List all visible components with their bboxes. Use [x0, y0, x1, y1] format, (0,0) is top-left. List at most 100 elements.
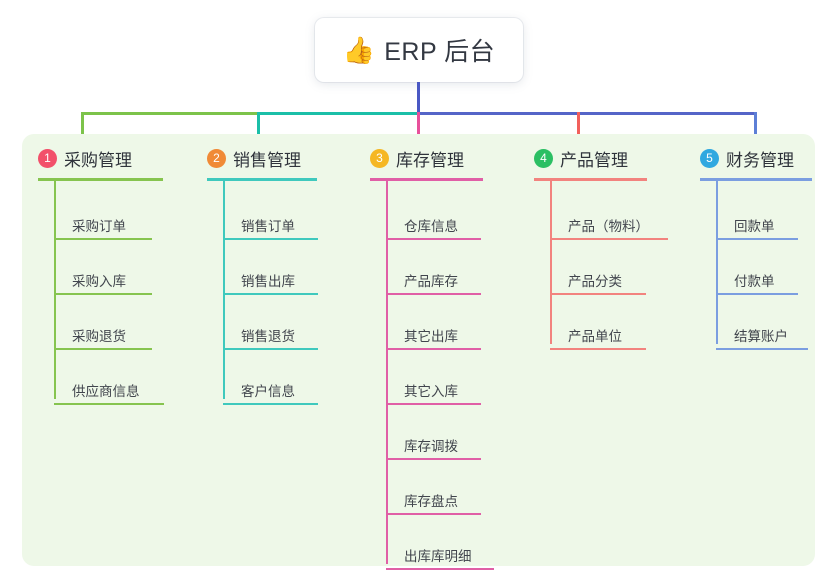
- branch-item-label: 回款单: [734, 219, 775, 234]
- branch-item-label: 产品分类: [568, 274, 622, 289]
- branch-item-rule: [716, 238, 798, 240]
- branch-badge-2: 2: [207, 149, 226, 168]
- branch-spine-1: [54, 178, 56, 399]
- branch-item-2-1[interactable]: 销售订单: [223, 190, 318, 240]
- branch-title-3: 库存管理: [396, 151, 464, 170]
- branch-item-label: 产品单位: [568, 329, 622, 344]
- branch-item-5-3[interactable]: 结算账户: [716, 300, 808, 350]
- branch-item-3-5[interactable]: 库存调拨: [386, 410, 481, 460]
- branch-item-rule: [550, 293, 646, 295]
- branch-spine-3: [386, 178, 388, 564]
- branch-item-label: 仓库信息: [404, 219, 458, 234]
- branch-item-rule: [386, 568, 494, 570]
- branch-header-2[interactable]: 2 销售管理: [207, 146, 301, 171]
- branch-title-5: 财务管理: [726, 151, 794, 170]
- branch-item-rule: [550, 348, 646, 350]
- branch-item-2-2[interactable]: 销售出库: [223, 245, 318, 295]
- branch-item-rule: [386, 238, 481, 240]
- branch-item-rule: [550, 238, 668, 240]
- branch-item-3-3[interactable]: 其它出库: [386, 300, 481, 350]
- branch-item-label: 出库库明细: [404, 549, 472, 564]
- branch-item-label: 采购入库: [72, 274, 126, 289]
- branch-header-4[interactable]: 4 产品管理: [534, 146, 628, 171]
- branch-badge-5: 5: [700, 149, 719, 168]
- branch-item-4-3[interactable]: 产品单位: [550, 300, 646, 350]
- branch-header-rule-4: [534, 178, 647, 181]
- branch-spine-2: [223, 178, 225, 399]
- branch-item-rule: [223, 403, 318, 405]
- branch-item-rule: [54, 348, 152, 350]
- branch-title-4: 产品管理: [560, 151, 628, 170]
- branch-spine-4: [550, 178, 552, 344]
- branch-item-label: 产品库存: [404, 274, 458, 289]
- branch-item-label: 库存调拨: [404, 439, 458, 454]
- branch-item-label: 产品（物料）: [568, 219, 649, 234]
- thumbs-up-icon: 👍: [342, 35, 376, 65]
- trunk-segment-blue: [418, 112, 756, 115]
- branch-item-label: 结算账户: [734, 329, 788, 344]
- branch-header-rule-3: [370, 178, 483, 181]
- branch-item-rule: [386, 348, 481, 350]
- trunk-segment-green: [82, 112, 258, 115]
- branch-item-4-2[interactable]: 产品分类: [550, 245, 646, 295]
- branch-item-label: 客户信息: [241, 384, 295, 399]
- branch-item-label: 其它入库: [404, 384, 458, 399]
- branch-header-3[interactable]: 3 库存管理: [370, 146, 464, 171]
- branch-item-1-3[interactable]: 采购退货: [54, 300, 152, 350]
- branch-item-1-2[interactable]: 采购入库: [54, 245, 152, 295]
- branch-item-label: 销售订单: [241, 219, 295, 234]
- branch-item-rule: [386, 403, 481, 405]
- branch-item-rule: [386, 458, 481, 460]
- branch-item-label: 采购订单: [72, 219, 126, 234]
- branch-title-2: 销售管理: [233, 151, 301, 170]
- branch-item-3-2[interactable]: 产品库存: [386, 245, 481, 295]
- branch-item-1-4[interactable]: 供应商信息: [54, 355, 164, 405]
- trunk-segment-teal: [258, 112, 418, 115]
- branch-badge-3: 3: [370, 149, 389, 168]
- branch-connector-drop-5: [754, 112, 757, 146]
- branch-item-rule: [716, 348, 808, 350]
- branch-item-label: 销售出库: [241, 274, 295, 289]
- branch-item-label: 供应商信息: [72, 384, 140, 399]
- root-node-erp-backend[interactable]: 👍 ERP 后台: [315, 18, 523, 82]
- branch-item-4-1[interactable]: 产品（物料）: [550, 190, 668, 240]
- branch-header-rule-5: [700, 178, 812, 181]
- branch-connector-drop-4: [577, 112, 580, 146]
- branch-item-rule: [223, 238, 318, 240]
- root-node-label: ERP 后台: [384, 38, 496, 66]
- branch-item-label: 库存盘点: [404, 494, 458, 509]
- branch-header-rule-1: [38, 178, 163, 181]
- branch-item-rule: [386, 293, 481, 295]
- branch-connector-drop-2: [257, 112, 260, 146]
- branch-item-3-7[interactable]: 出库库明细: [386, 520, 494, 570]
- branch-item-5-2[interactable]: 付款单: [716, 245, 798, 295]
- branch-item-5-1[interactable]: 回款单: [716, 190, 798, 240]
- branch-spine-5: [716, 178, 718, 344]
- branch-item-label: 销售退货: [241, 329, 295, 344]
- branch-item-2-3[interactable]: 销售退货: [223, 300, 318, 350]
- branch-item-3-1[interactable]: 仓库信息: [386, 190, 481, 240]
- branch-item-label: 采购退货: [72, 329, 126, 344]
- branch-item-rule: [223, 348, 318, 350]
- root-connector-drop: [417, 82, 420, 115]
- branch-item-3-6[interactable]: 库存盘点: [386, 465, 481, 515]
- branch-item-rule: [54, 403, 164, 405]
- branch-title-1: 采购管理: [64, 151, 132, 170]
- branch-item-label: 付款单: [734, 274, 775, 289]
- branch-header-rule-2: [207, 178, 317, 181]
- branch-item-rule: [223, 293, 318, 295]
- branch-item-rule: [716, 293, 798, 295]
- branch-item-label: 其它出库: [404, 329, 458, 344]
- branch-connector-drop-1: [81, 112, 84, 146]
- branch-badge-4: 4: [534, 149, 553, 168]
- branch-item-2-4[interactable]: 客户信息: [223, 355, 318, 405]
- branch-item-1-1[interactable]: 采购订单: [54, 190, 152, 240]
- branch-item-rule: [386, 513, 481, 515]
- branch-item-3-4[interactable]: 其它入库: [386, 355, 481, 405]
- branch-item-rule: [54, 293, 152, 295]
- branch-header-5[interactable]: 5 财务管理: [700, 146, 794, 171]
- branch-connector-drop-3: [417, 112, 420, 146]
